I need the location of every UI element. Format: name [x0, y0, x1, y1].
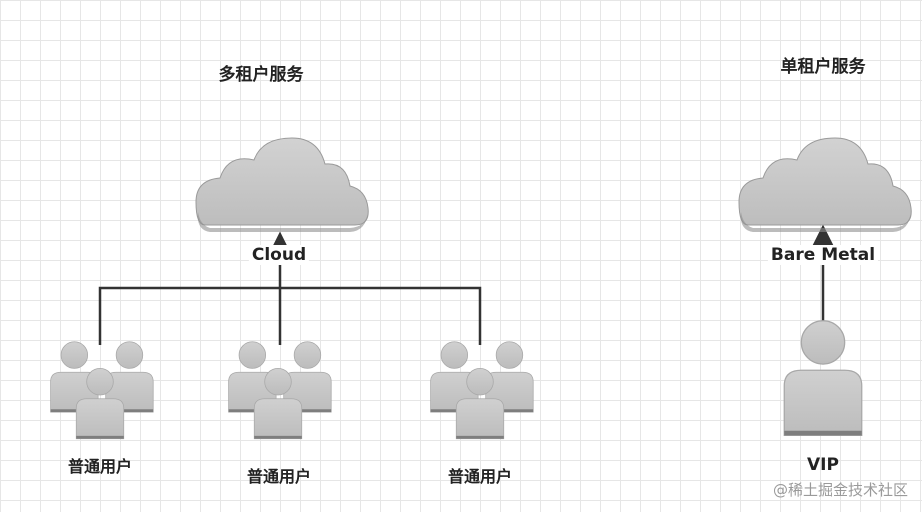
- single-tenant-title: 单租户服务: [780, 57, 866, 77]
- user-group-icon-center: [228, 341, 332, 440]
- user-label-center: 普通用户: [246, 467, 312, 486]
- vip-user-icon: [783, 319, 863, 437]
- watermark: @稀土掘金技术社区: [772, 481, 908, 499]
- user-label-left: 普通用户: [67, 457, 133, 476]
- user-group-icon-left: [50, 341, 154, 440]
- user-group-icon-right: [430, 341, 534, 440]
- cloud-label: Cloud: [248, 245, 310, 265]
- cloud-icon: [195, 137, 369, 233]
- bare-metal-cloud-icon: [738, 137, 912, 233]
- connector-user-right: [280, 286, 482, 345]
- user-label-right: 普通用户: [447, 467, 513, 486]
- vip-label: VIP: [807, 455, 839, 475]
- bare-metal-label: Bare Metal: [767, 245, 879, 265]
- multi-tenant-title: 多租户服务: [218, 65, 304, 85]
- connector-user-left: [98, 286, 280, 345]
